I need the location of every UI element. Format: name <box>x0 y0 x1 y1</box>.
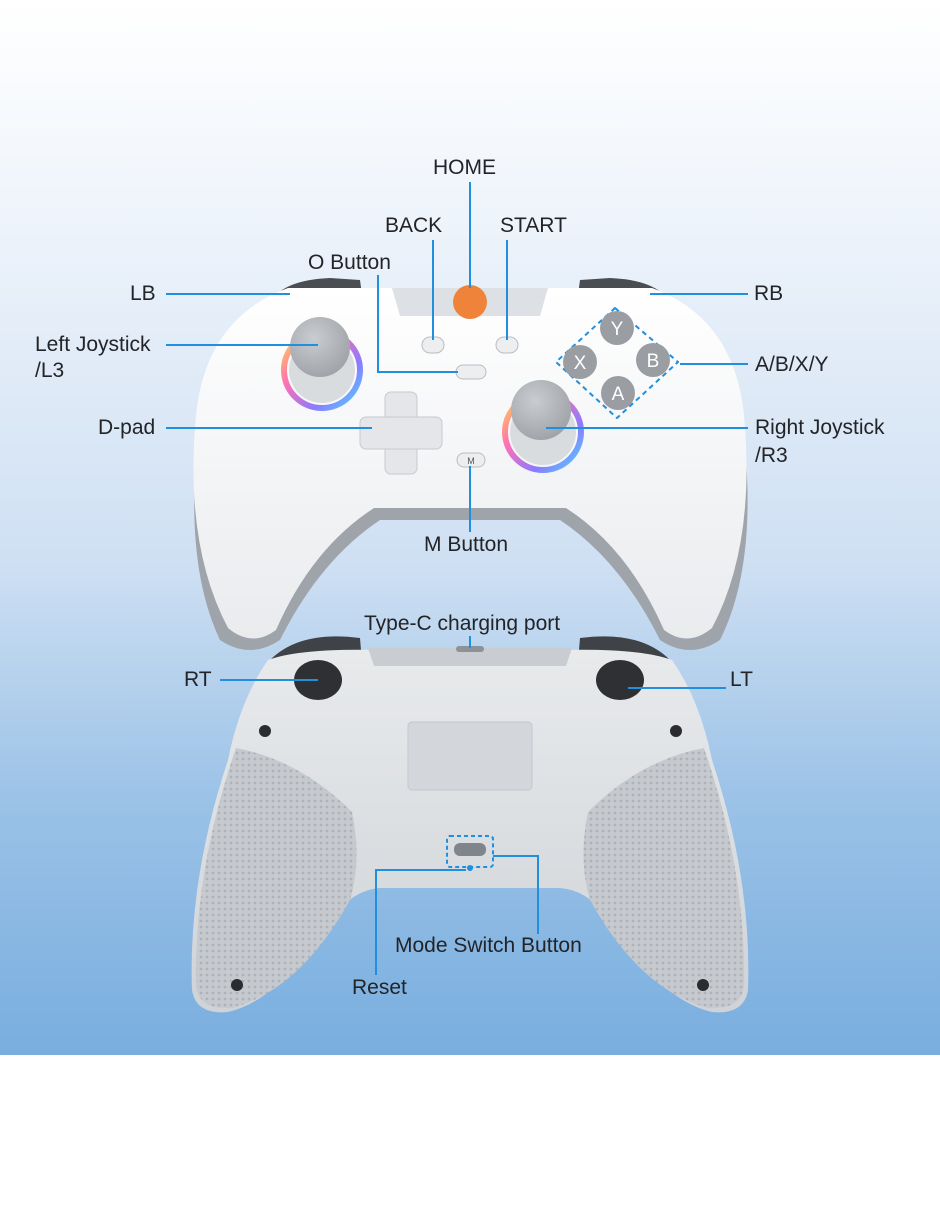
y-label: Y <box>611 319 624 340</box>
home-button[interactable] <box>453 285 487 319</box>
label-start: START <box>500 214 567 237</box>
type-c-port <box>456 646 484 652</box>
label-right-joystick: Right Joystick <box>755 416 885 439</box>
label-rb: RB <box>754 282 784 305</box>
face-button-y[interactable]: Y <box>600 311 634 345</box>
face-button-x[interactable]: X <box>563 345 597 379</box>
face-button-a[interactable]: A <box>601 376 635 410</box>
right-grip-texture <box>583 748 745 1009</box>
label-abxy: A/B/X/Y <box>755 353 829 376</box>
mode-switch-button[interactable] <box>454 843 486 856</box>
label-o-button: O Button <box>308 251 391 274</box>
b-label: B <box>647 351 660 372</box>
a-label: A <box>612 384 625 405</box>
reset-hole[interactable] <box>467 865 473 871</box>
leader-lines <box>166 182 748 975</box>
label-back: BACK <box>385 214 443 237</box>
label-type-c: Type-C charging port <box>364 612 561 635</box>
label-lt: LT <box>730 668 753 691</box>
dpad[interactable] <box>359 391 443 475</box>
label-right-joystick-r3: /R3 <box>755 444 788 467</box>
label-home: HOME <box>433 156 496 179</box>
left-grip-texture <box>195 748 357 1009</box>
controller-diagram: M Y X B A <box>166 182 749 1013</box>
label-m-button: M Button <box>424 533 509 556</box>
back-body <box>191 649 749 1013</box>
back-controller <box>191 636 749 1013</box>
label-dpad: D-pad <box>98 416 156 439</box>
battery-panel <box>407 721 533 791</box>
label-reset: Reset <box>352 976 407 999</box>
label-mode-switch: Mode Switch Button <box>395 934 582 957</box>
front-controller: M Y X B A <box>193 278 748 650</box>
label-left-joystick-l3: /L3 <box>35 359 65 382</box>
left-joystick[interactable] <box>290 317 350 377</box>
label-rt: RT <box>184 668 212 691</box>
right-joystick[interactable] <box>511 380 571 440</box>
label-left-joystick: Left Joystick <box>35 333 151 356</box>
label-lb: LB <box>130 282 156 305</box>
o-button[interactable] <box>455 364 487 380</box>
face-button-b[interactable]: B <box>636 343 670 377</box>
m-button-label: M <box>467 456 475 466</box>
x-label: X <box>574 353 587 374</box>
